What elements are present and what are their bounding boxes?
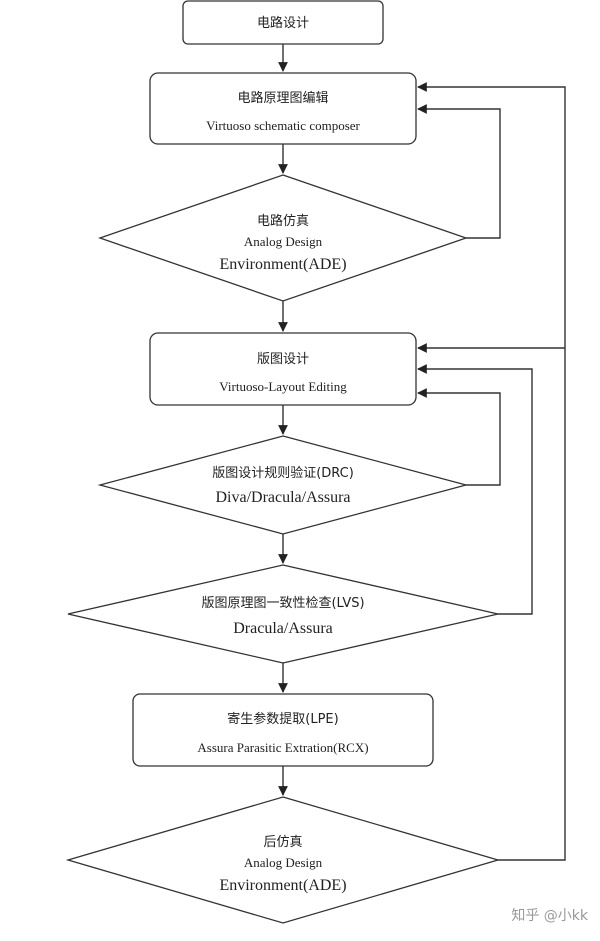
node-lvs-title: 版图原理图一致性检查(LVS) bbox=[201, 596, 364, 611]
node-circuit-sim-title: 电路仿真 bbox=[257, 213, 309, 229]
node-post-sim-title: 后仿真 bbox=[263, 835, 302, 850]
loop-sim-to-schematic bbox=[417, 104, 501, 239]
node-lpe-title: 寄生参数提取(LPE) bbox=[227, 711, 338, 727]
loop-lvs-to-layout bbox=[417, 364, 533, 615]
node-lvs-subtitle: Dracula/Assura bbox=[233, 620, 333, 637]
node-lvs: 版图原理图一致性检查(LVS) Dracula/Assura bbox=[67, 564, 499, 664]
node-schematic-edit-title: 电路原理图编辑 bbox=[237, 90, 328, 106]
node-layout-design-subtitle: Virtuoso-Layout Editing bbox=[219, 379, 347, 394]
node-layout-design: 版图设计 Virtuoso-Layout Editing bbox=[149, 332, 417, 406]
node-schematic-edit: 电路原理图编辑 Virtuoso schematic composer bbox=[149, 72, 417, 145]
node-circuit-sim: 电路仿真 Analog Design Environment(ADE) bbox=[98, 174, 468, 302]
node-circuit-design-title: 电路设计 bbox=[257, 15, 309, 31]
node-drc-title: 版图设计规则验证(DRC) bbox=[212, 465, 354, 481]
node-circuit-sim-subtitle: Analog Design bbox=[244, 234, 323, 249]
node-lpe-subtitle: Assura Parasitic Extration(RCX) bbox=[197, 740, 368, 755]
node-lpe: 寄生参数提取(LPE) Assura Parasitic Extration(R… bbox=[132, 693, 434, 767]
node-circuit-sim-subtitle2: Environment(ADE) bbox=[219, 256, 346, 273]
node-post-sim-subtitle: Analog Design bbox=[244, 855, 323, 870]
node-post-sim: 后仿真 Analog Design Environment(ADE) bbox=[65, 796, 501, 924]
node-drc: 版图设计规则验证(DRC) Diva/Dracula/Assura bbox=[97, 435, 469, 535]
node-circuit-design: 电路设计 bbox=[182, 0, 384, 45]
loop-drc-to-layout bbox=[417, 388, 501, 486]
node-post-sim-subtitle2: Environment(ADE) bbox=[219, 877, 346, 894]
node-layout-design-title: 版图设计 bbox=[257, 352, 309, 367]
node-drc-subtitle: Diva/Dracula/Assura bbox=[215, 489, 350, 506]
loop-postsim-to-schematic bbox=[417, 82, 566, 861]
feedback-loops bbox=[417, 82, 566, 861]
node-schematic-edit-subtitle: Virtuoso schematic composer bbox=[206, 118, 360, 133]
watermark: 知乎 @小kk bbox=[511, 907, 589, 924]
